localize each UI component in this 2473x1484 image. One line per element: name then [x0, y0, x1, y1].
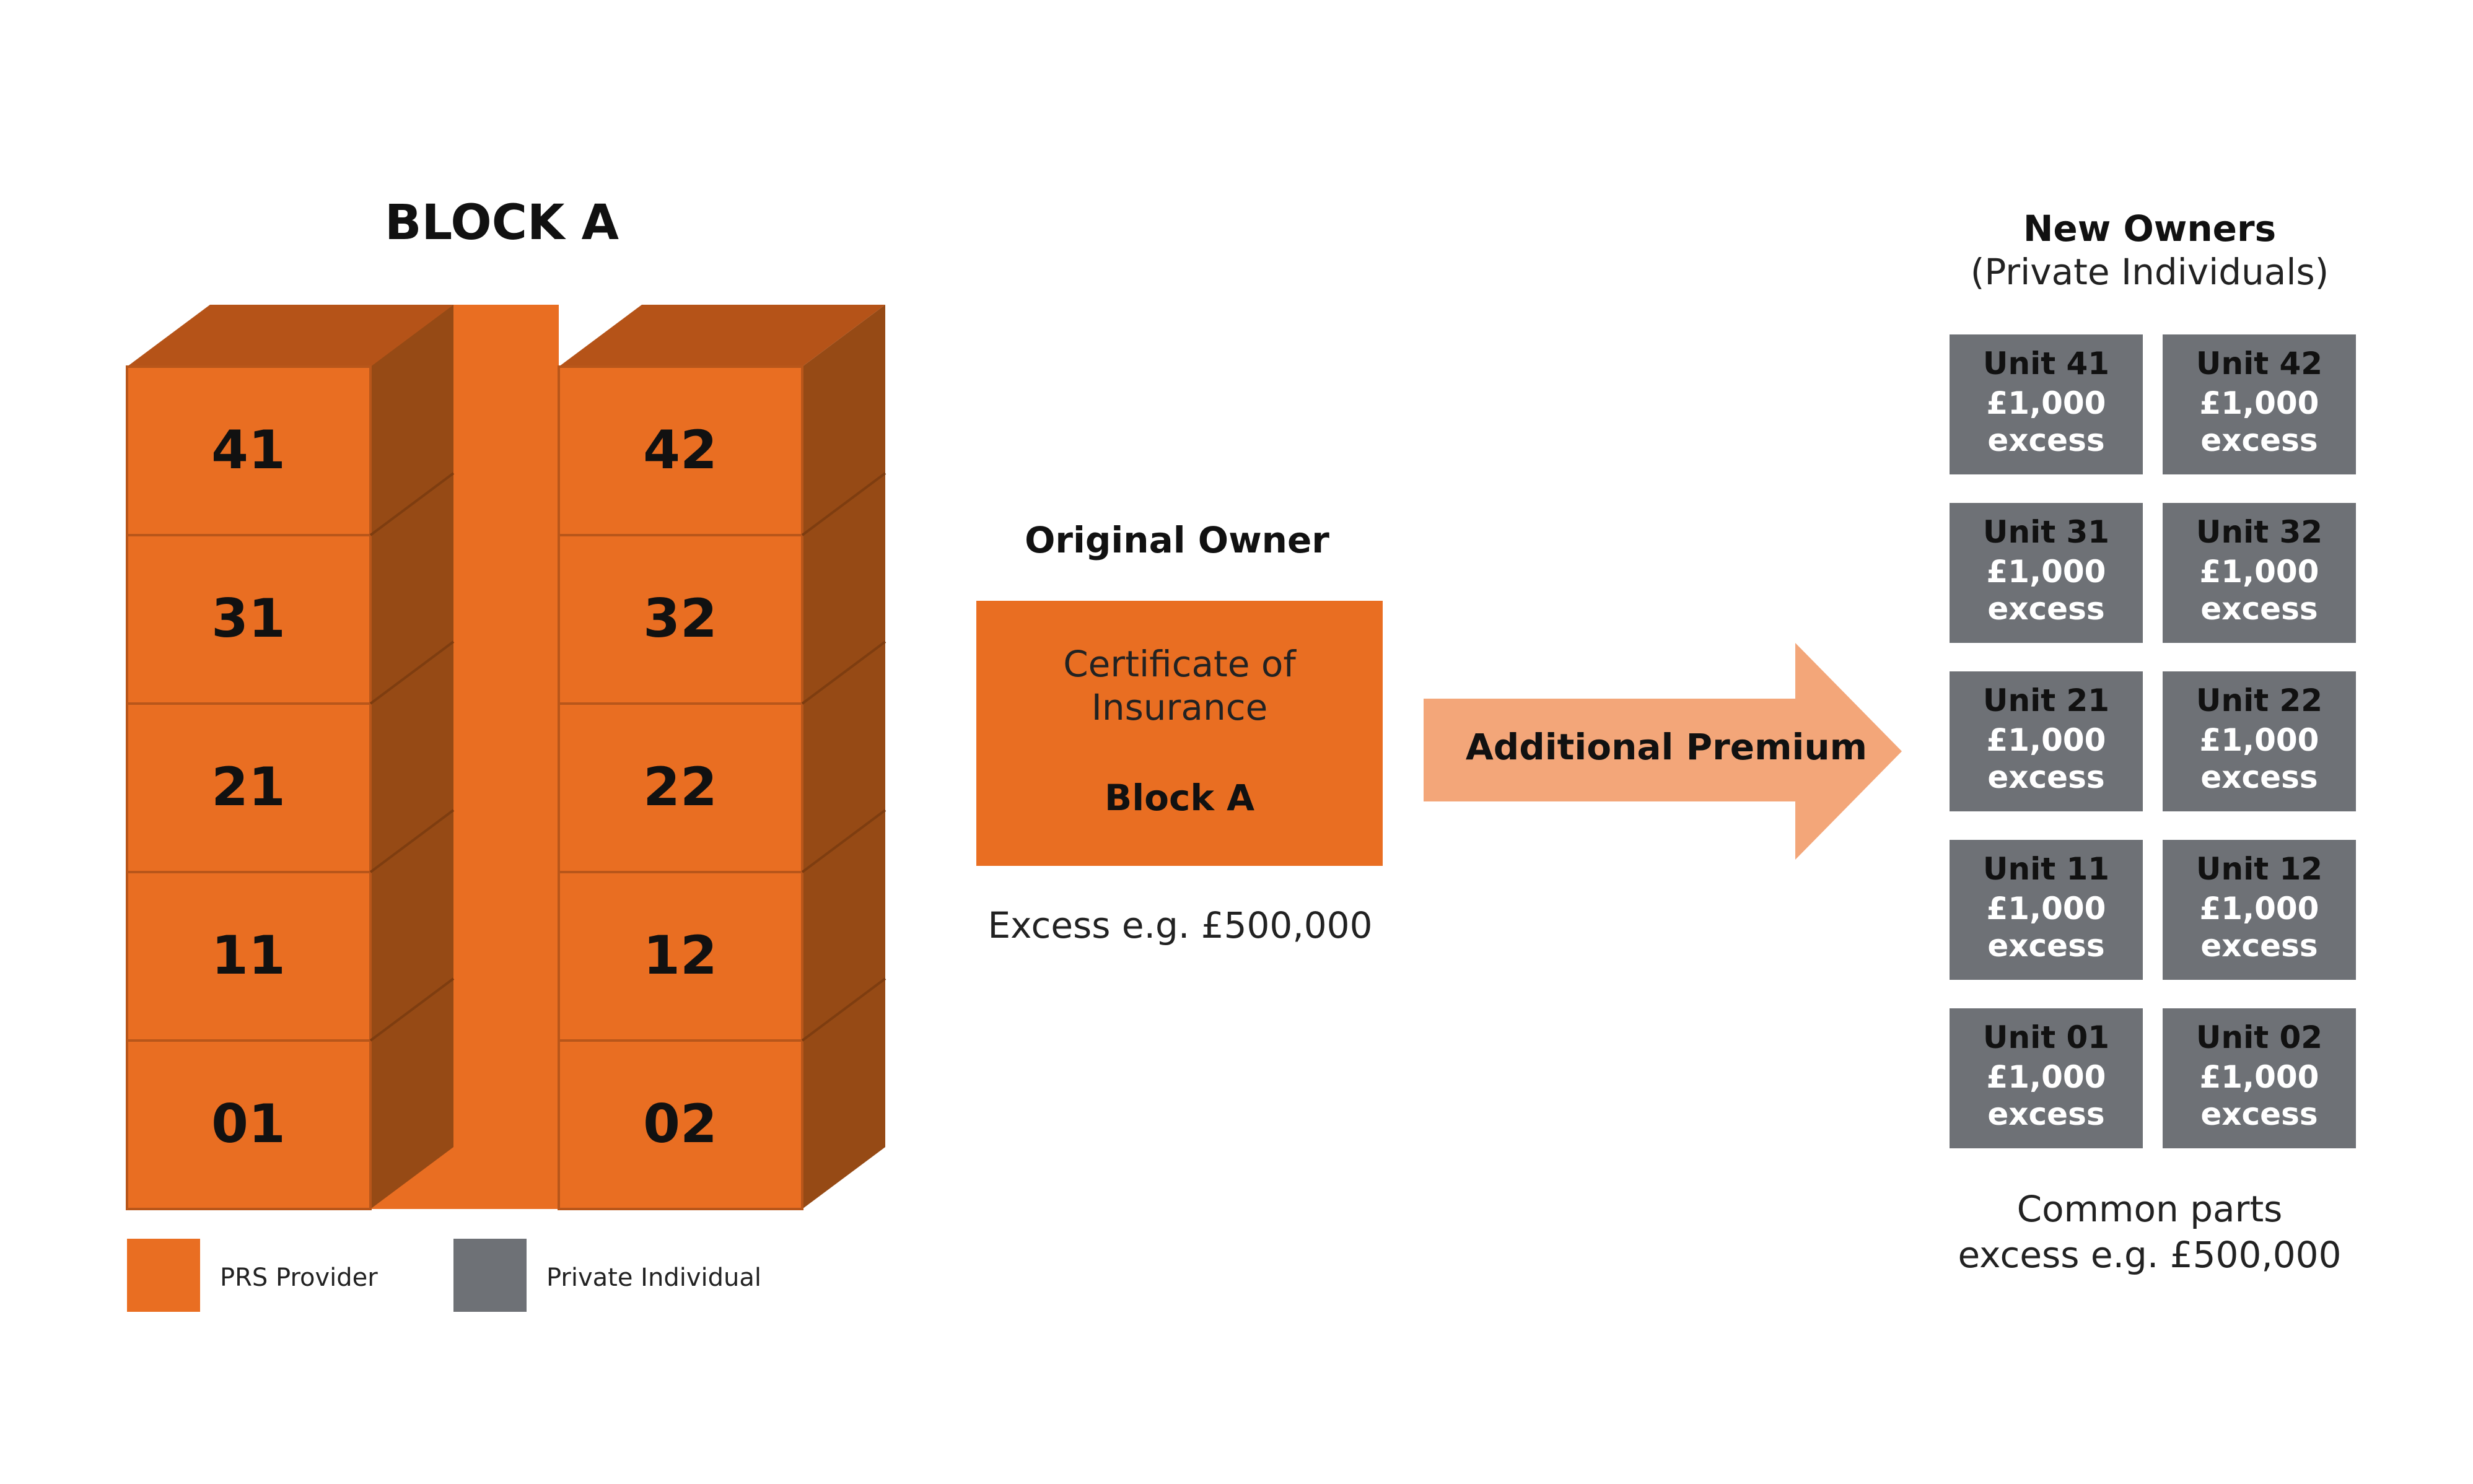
floor-label-12: 12 [643, 925, 717, 987]
unit-name: Unit 01 [1982, 1019, 2110, 1055]
floor-side-edge [801, 977, 886, 1042]
unit-excess-amount: £1,000 [2199, 722, 2319, 758]
unit-excess-label: excess [1987, 1096, 2105, 1132]
common-parts-line-2: excess e.g. £500,000 [1958, 1234, 2342, 1276]
floor-label-42: 42 [643, 419, 717, 481]
unit-excess-label: excess [2200, 591, 2318, 627]
floor-side-edge [801, 472, 886, 536]
unit-excess-label: excess [2200, 928, 2318, 964]
unit-excess-amount: £1,000 [2199, 554, 2319, 590]
additional-premium-arrow [1424, 643, 1902, 860]
original-excess: Excess e.g. £500,000 [987, 904, 1373, 946]
legend-label-prs: PRS Provider [220, 1264, 378, 1292]
certificate-line-2: Insurance [1091, 686, 1268, 728]
floor-label-01: 01 [211, 1093, 286, 1155]
unit-excess-amount: £1,000 [1986, 385, 2106, 421]
unit-excess-amount: £1,000 [1986, 891, 2106, 927]
floor-side-edge [369, 977, 455, 1042]
floor-32 [558, 534, 803, 705]
block-title: BLOCK A [385, 195, 619, 251]
unit-name: Unit 41 [1982, 346, 2110, 382]
unit-excess-label: excess [1987, 591, 2105, 627]
unit-excess-label: excess [2200, 422, 2318, 458]
floor-label-21: 21 [211, 756, 286, 818]
original-owner-title: Original Owner [1025, 519, 1329, 561]
unit-name: Unit 22 [2195, 683, 2323, 718]
new-owners-title: New Owners [2023, 207, 2277, 250]
certificate-line-1: Certificate of [1063, 643, 1296, 685]
floor-11 [126, 871, 372, 1042]
unit-excess-amount: £1,000 [2199, 891, 2319, 927]
floor-21 [126, 702, 372, 873]
additional-premium-label: Additional Premium [1465, 726, 1868, 768]
floor-42 [558, 365, 803, 536]
new-owners-subtitle: (Private Individuals) [1970, 251, 2329, 293]
floor-side-edge [369, 640, 455, 705]
floor-12 [558, 871, 803, 1042]
unit-excess-label: excess [2200, 1096, 2318, 1132]
floor-side-edge [369, 472, 455, 536]
unit-excess-label: excess [2200, 759, 2318, 795]
legend-swatch-prs [127, 1239, 200, 1312]
floor-01 [126, 1039, 372, 1210]
unit-excess-amount: £1,000 [2199, 385, 2319, 421]
certificate-box: Certificate of Insurance Block A [976, 601, 1383, 866]
floor-side-edge [801, 809, 886, 873]
unit-excess-amount: £1,000 [2199, 1059, 2319, 1095]
floor-side-edge [801, 640, 886, 705]
floor-22 [558, 702, 803, 873]
floor-31 [126, 534, 372, 705]
unit-name: Unit 02 [2195, 1019, 2323, 1055]
floor-label-11: 11 [211, 925, 286, 987]
unit-name: Unit 42 [2195, 346, 2323, 382]
left-tower-top [127, 305, 453, 367]
right-tower-side [802, 305, 885, 1209]
unit-excess-label: excess [1987, 759, 2105, 795]
left-tower-side [370, 305, 453, 1209]
block-a-building [126, 305, 886, 1210]
unit-name: Unit 21 [1982, 683, 2110, 718]
unit-excess-label: excess [1987, 422, 2105, 458]
unit-name: Unit 11 [1982, 851, 2110, 887]
floor-label-31: 31 [211, 588, 286, 650]
floor-41 [126, 365, 372, 536]
floor-label-02: 02 [643, 1093, 717, 1155]
common-parts-line-1: Common parts [2016, 1188, 2283, 1230]
unit-excess-amount: £1,000 [1986, 722, 2106, 758]
unit-excess-label: excess [1987, 928, 2105, 964]
unit-name: Unit 31 [1982, 514, 2110, 550]
floor-side-edge [369, 809, 455, 873]
floor-label-41: 41 [211, 419, 286, 481]
right-tower-top [559, 305, 885, 367]
floor-02 [558, 1039, 803, 1210]
unit-name: Unit 32 [2195, 514, 2323, 550]
floor-label-22: 22 [643, 756, 717, 818]
certificate-block-name: Block A [1105, 777, 1254, 819]
unit-excess-amount: £1,000 [1986, 554, 2106, 590]
unit-name: Unit 12 [2195, 851, 2323, 887]
legend-label-private: Private Individual [546, 1264, 761, 1292]
unit-excess-amount: £1,000 [1986, 1059, 2106, 1095]
floor-label-32: 32 [643, 588, 717, 650]
common-parts-excess: Common parts excess e.g. £500,000 [1920, 1186, 2379, 1278]
legend-swatch-private [453, 1239, 527, 1312]
